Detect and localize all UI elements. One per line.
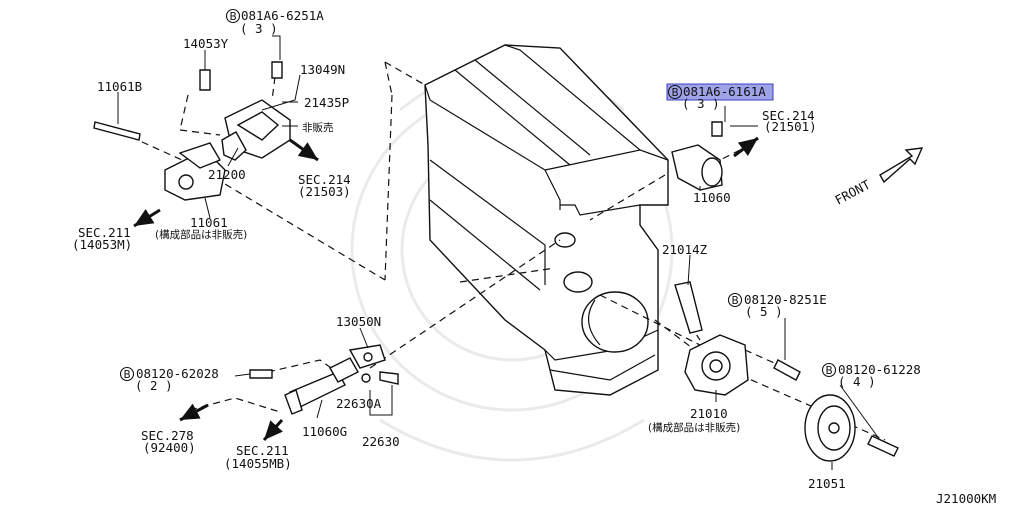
callout-08120-8251e: B 08120-8251E ( 5 ) [727,292,827,319]
front-arrow-icon [879,147,924,184]
svg-text:081A6-6161A: 081A6-6161A [683,84,766,99]
pulley-21051 [804,394,856,462]
svg-text:(14053M): (14053M) [72,237,132,252]
callout-081a6-6251a: B 081A6-6251A ( 3 ) [225,8,324,36]
section-ref-211-14053m: SEC.211 (14053M) [72,225,132,252]
section-ref-211-14055mb: SEC.211 (14055MB) [224,443,292,471]
bolt-icon [773,359,801,381]
svg-text:( 3 ): ( 3 ) [240,21,278,36]
note-21010-parts-not-sold: (構成部品は非販売) [648,421,740,434]
bolt-icon [249,369,273,379]
label-14053y: 14053Y [183,36,229,51]
arrow-icon [262,418,284,442]
svg-text:08120-8251E: 08120-8251E [744,292,827,307]
svg-text:(21503): (21503) [298,184,351,199]
section-ref-278-92400: SEC.278 (92400) [141,428,196,455]
label-21200: 21200 [208,167,246,182]
callout-08120-62028: B 08120-62028 ( 2 ) [119,366,219,393]
bolt-icon [93,121,141,141]
svg-text:( 4 ): ( 4 ) [838,374,876,389]
label-11061: 11061 [190,215,228,230]
label-21435p: 21435P [304,95,349,110]
water-pump-21010 [674,281,749,396]
svg-text:( 5 ): ( 5 ) [745,304,783,319]
label-11061b: 11061B [97,79,142,94]
label-22630: 22630 [362,434,400,449]
svg-text:08120-61228: 08120-61228 [838,362,921,377]
label-21014z: 21014Z [662,242,708,257]
svg-text:(92400): (92400) [143,440,196,455]
svg-text:SEC.278: SEC.278 [141,428,194,443]
arrow-icon [289,138,319,162]
section-ref-214-21503: SEC.214 (21503) [298,172,351,199]
engine-block [424,44,669,396]
bolt-icon [199,69,211,91]
section-ref-214-21501: SEC.214 (21501) [762,108,817,134]
label-not-sold: 非販売 [302,121,334,134]
label-22630a: 22630A [336,396,382,411]
bolt-icon [867,435,899,457]
arrow-icon [133,208,161,228]
svg-text:081A6-6251A: 081A6-6251A [241,8,324,23]
label-13050n: 13050N [336,314,381,329]
svg-text:08120-62028: 08120-62028 [136,366,219,381]
label-13049n: 13049N [300,62,345,77]
label-front: FRONT [832,177,873,208]
svg-text:( 3 ): ( 3 ) [682,96,720,111]
note-11061-parts-not-sold: (構成部品は非販売) [155,228,247,241]
water-inlet-pipe [284,344,399,415]
label-11060: 11060 [693,190,731,205]
svg-text:SEC.211: SEC.211 [78,225,131,240]
svg-text:B: B [230,11,237,23]
svg-text:SEC.211: SEC.211 [236,443,289,458]
svg-text:B: B [826,365,833,377]
arrow-icon [179,403,209,422]
svg-text:B: B [732,295,739,307]
svg-text:B: B [672,87,679,99]
water-outlet-11060 [671,121,723,191]
label-11060g: 11060G [302,424,347,439]
leader-lines [117,35,881,470]
diagram-code: J21000KM [936,491,996,506]
svg-text:SEC.214: SEC.214 [762,108,815,123]
label-21051: 21051 [808,476,846,491]
svg-text:(21501): (21501) [764,119,817,134]
label-21010: 21010 [690,406,728,421]
svg-text:B: B [124,369,131,381]
svg-text:(14055MB): (14055MB) [224,456,292,471]
svg-text:( 2 ): ( 2 ) [135,378,173,393]
arrow-icon [733,136,759,158]
callout-081a6-6161a-highlighted: B 081A6-6161A ( 3 ) [666,83,774,111]
svg-text:SEC.214: SEC.214 [298,172,351,187]
bolt-icon [271,61,283,79]
callout-08120-61228: B 08120-61228 ( 4 ) [821,362,921,389]
